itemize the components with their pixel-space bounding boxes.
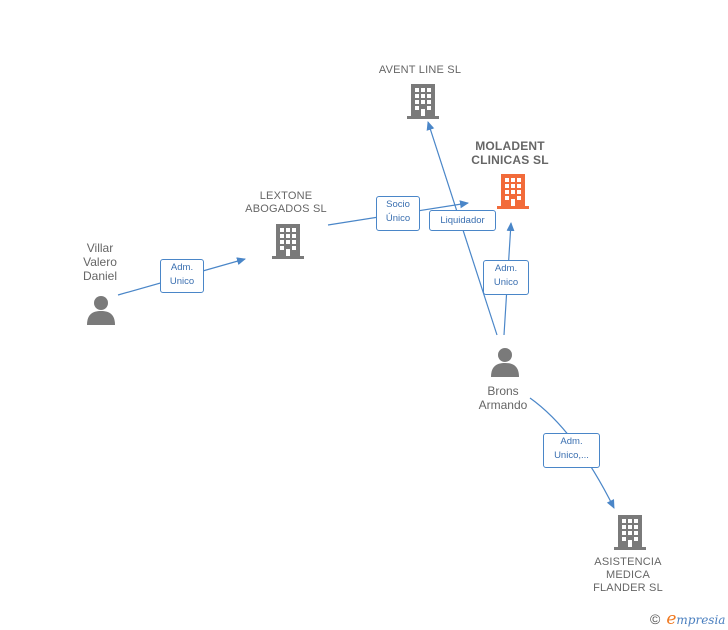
node-label-asistencia-medica-flander: ASISTENCIA MEDICA FLANDER SL	[593, 556, 663, 594]
node-label-moladent-clinicas: MOLADENT CLINICAS SL	[471, 139, 549, 167]
node-label-brons-armando: Brons Armando	[478, 384, 528, 412]
relation-label-socio-unico[interactable]: Socio Único	[376, 196, 420, 231]
building-icon[interactable]	[496, 173, 530, 209]
building-icon[interactable]	[406, 83, 440, 119]
person-icon[interactable]	[86, 295, 116, 325]
copyright-icon: ©	[650, 611, 661, 627]
relation-label-adm-unico-more[interactable]: Adm. Unico,...	[543, 433, 600, 468]
building-icon[interactable]	[271, 223, 305, 259]
relation-label-adm-unico[interactable]: Adm. Unico	[483, 260, 529, 295]
relation-label-liquidador[interactable]: Liquidador	[429, 210, 496, 231]
node-label-villar-valero-daniel: Villar Valero Daniel	[82, 241, 118, 283]
person-icon[interactable]	[490, 347, 520, 377]
empresia-logo: empresia	[666, 609, 726, 629]
building-icon[interactable]	[613, 514, 647, 550]
brand-watermark: © empresia	[650, 609, 725, 629]
node-label-avent-line: AVENT LINE SL	[378, 64, 462, 76]
node-label-lextone-abogados: LEXTONE ABOGADOS SL	[245, 190, 327, 215]
relation-label-adm-unico[interactable]: Adm. Unico	[160, 259, 204, 293]
